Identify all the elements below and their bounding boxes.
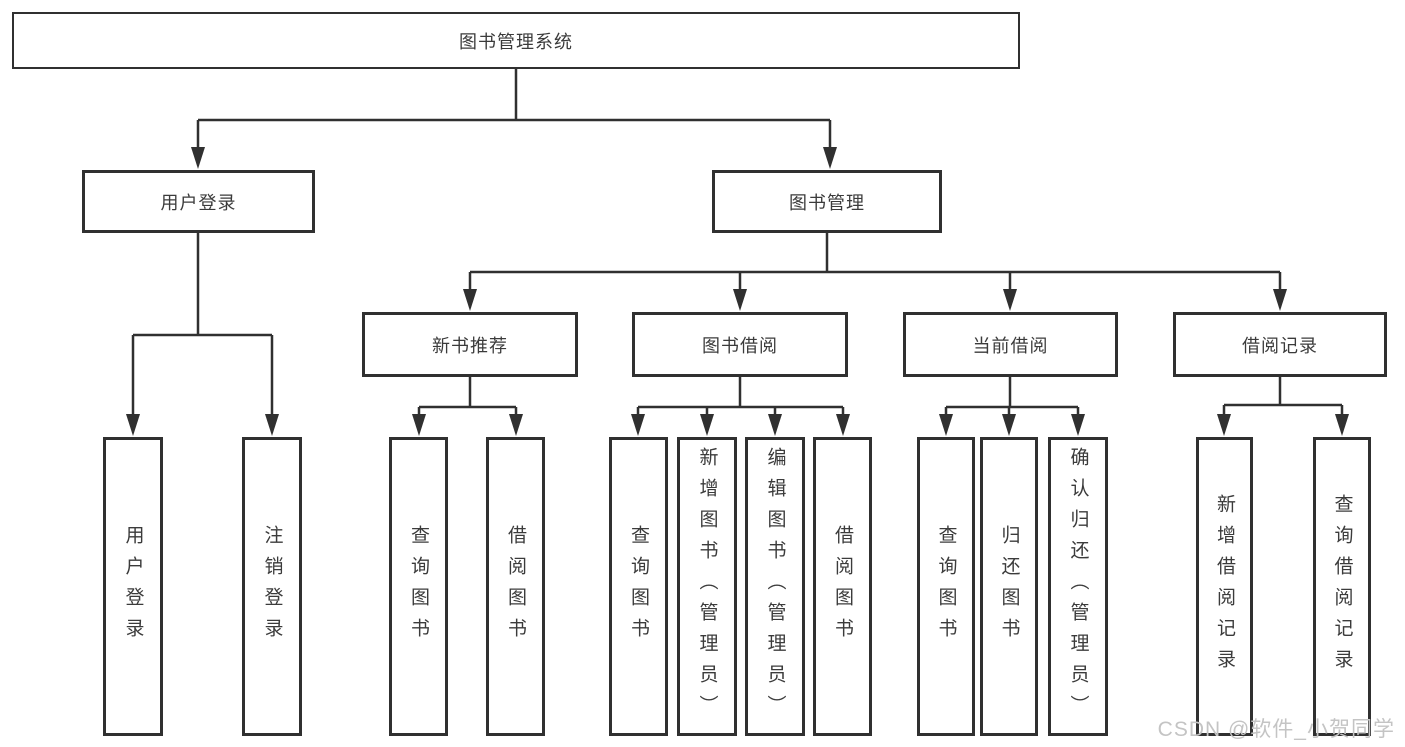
- node-label: 归还图书: [998, 524, 1020, 649]
- node-label: 查询借阅记录: [1331, 493, 1353, 680]
- leaf-borrow-books: 借阅图书: [813, 437, 872, 736]
- node-book-management: 图书管理: [712, 170, 942, 233]
- node-label: 当前借阅: [972, 335, 1049, 356]
- connector-user-login-to-leaves: [126, 233, 279, 436]
- connector-borrow-records-to-leaves: [1217, 377, 1349, 436]
- connector-root-to-level2: [191, 68, 837, 169]
- node-current-borrow: 当前借阅: [903, 312, 1118, 377]
- leaf-query-books: 查询图书: [917, 437, 975, 736]
- node-label: 注销登录: [261, 524, 283, 649]
- leaf-add-books-admin: 新增图书（管理员）: [677, 437, 737, 736]
- leaf-query-books: 查询图书: [389, 437, 448, 736]
- connector-current-borrow-to-leaves: [939, 377, 1085, 436]
- node-user-login: 用户登录: [82, 170, 315, 233]
- leaf-query-borrow-record: 查询借阅记录: [1313, 437, 1371, 736]
- leaf-edit-books-admin: 编辑图书（管理员）: [745, 437, 805, 736]
- connector-book-borrow-to-leaves: [631, 377, 850, 436]
- leaf-logout: 注销登录: [242, 437, 302, 736]
- node-label: 确认归还（管理员）: [1067, 447, 1089, 726]
- leaf-query-books: 查询图书: [609, 437, 668, 736]
- node-new-book-recommend: 新书推荐: [362, 312, 578, 377]
- node-book-borrow: 图书借阅: [632, 312, 848, 377]
- node-label: 图书借阅: [702, 335, 778, 356]
- node-borrow-records: 借阅记录: [1173, 312, 1387, 377]
- node-library-management-system: 图书管理系统: [12, 12, 1020, 69]
- leaf-borrow-books: 借阅图书: [486, 437, 545, 736]
- node-label: 新增借阅记录: [1214, 493, 1235, 680]
- node-label: 用户登录: [160, 192, 237, 213]
- node-label: 查询图书: [935, 524, 957, 649]
- node-label: 借阅记录: [1242, 335, 1318, 356]
- node-label: 用户登录: [122, 524, 144, 649]
- node-label: 新增图书（管理员）: [696, 447, 718, 726]
- leaf-confirm-return-admin: 确认归还（管理员）: [1048, 437, 1108, 736]
- node-label: 查询图书: [408, 524, 429, 649]
- leaf-return-books: 归还图书: [980, 437, 1038, 736]
- leaf-user-login: 用户登录: [103, 437, 163, 736]
- csdn-watermark: CSDN @软件_小贺同学: [1157, 718, 1395, 741]
- node-label: 图书管理系统: [459, 31, 573, 52]
- node-label: 借阅图书: [505, 524, 526, 649]
- node-label: 编辑图书（管理员）: [764, 447, 786, 726]
- connector-book-management-to-level3: [463, 233, 1287, 311]
- node-label: 新书推荐: [432, 335, 508, 356]
- node-label: 图书管理: [789, 192, 865, 213]
- leaf-add-borrow-record: 新增借阅记录: [1196, 437, 1253, 736]
- connector-new-book-to-leaves: [412, 377, 523, 436]
- node-label: 借阅图书: [832, 524, 853, 649]
- node-label: 查询图书: [628, 524, 649, 649]
